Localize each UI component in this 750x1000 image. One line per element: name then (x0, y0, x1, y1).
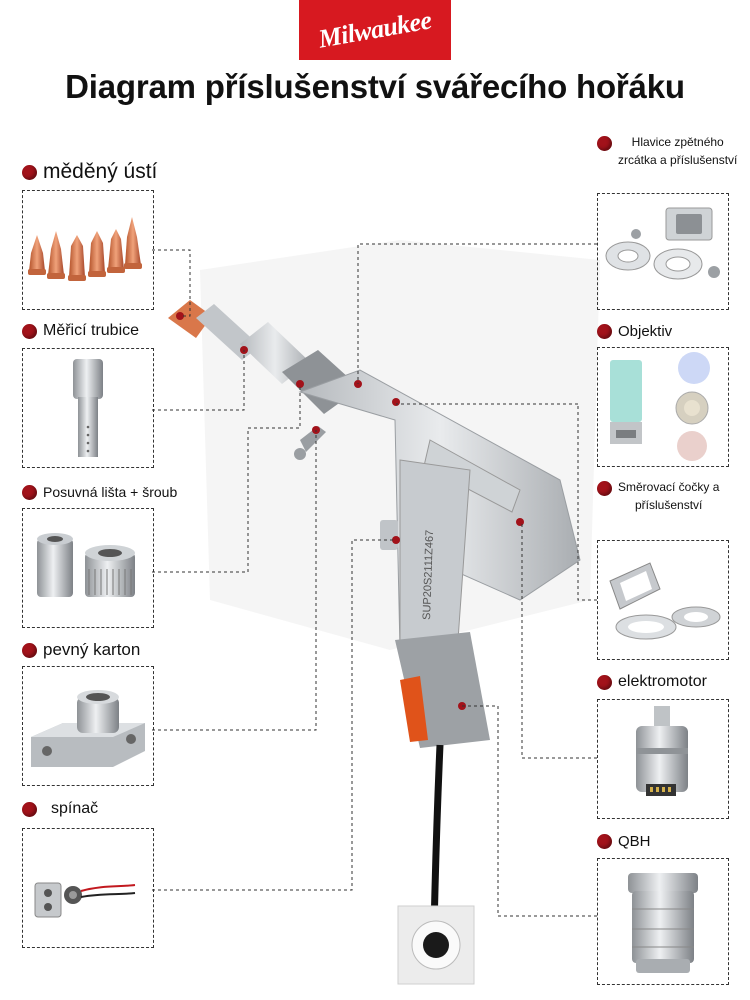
copper-nozzle-box (22, 190, 154, 310)
torch-icon: SUP20S2111Z467 (168, 300, 581, 931)
bullet-dot-icon (597, 136, 612, 151)
directional-lens-icon (609, 562, 721, 640)
bullet-dot-icon (22, 323, 37, 339)
measuring-tube-icon (73, 359, 103, 457)
fixed-bracket-icon (31, 690, 145, 767)
bullet-dot-icon (22, 642, 37, 658)
label-directional-lens: Směrovací čočky a příslušenství (597, 480, 719, 512)
bullet-dot-icon (597, 674, 612, 690)
mirror-head-icon (605, 207, 720, 280)
slide-rail-box (22, 508, 154, 628)
label-slide-rail: Posuvná lišta + šroub (22, 484, 177, 500)
label-copper-nozzle: měděný ústí (22, 160, 157, 184)
qbh-box (597, 858, 729, 985)
switch-icon (34, 882, 136, 918)
power-plug-icon (397, 905, 475, 985)
bullet-dot-icon (22, 801, 37, 817)
bullet-dot-icon (597, 834, 612, 849)
label-measuring-tube: Měřicí trubice (22, 322, 139, 340)
directional-lens-box (597, 540, 729, 660)
bullet-dot-icon (22, 164, 37, 180)
slide-rail-screw-icon (37, 533, 135, 597)
label-qbh: QBH (597, 833, 651, 850)
switch-box (22, 828, 154, 948)
copper-nozzles-icon (28, 217, 142, 281)
label-motor: elektromotor (597, 673, 707, 691)
fixed-bracket-box (22, 666, 154, 786)
motor-icon (636, 706, 688, 796)
lens-icon (610, 352, 710, 461)
bullet-dot-icon (597, 324, 612, 339)
page-title: Diagram příslušenství svářecího hořáku (65, 68, 685, 105)
mirror-head-box (597, 193, 729, 310)
brand-logo: Milwaukee (299, 0, 451, 60)
motor-box (597, 699, 729, 819)
measuring-tube-box (22, 348, 154, 468)
qbh-connector-icon (628, 873, 698, 973)
bullet-dot-icon (22, 484, 37, 500)
lens-box (597, 347, 729, 467)
serial-number: SUP20S2111Z467 (421, 530, 436, 620)
bullet-dot-icon (597, 481, 612, 496)
label-lens: Objektiv (597, 323, 672, 340)
label-mirror-head: Hlavice zpětného zrcátka a příslušenství (597, 135, 737, 167)
label-switch: spínač (22, 800, 98, 818)
label-fixed-bracket: pevný karton (22, 640, 140, 660)
